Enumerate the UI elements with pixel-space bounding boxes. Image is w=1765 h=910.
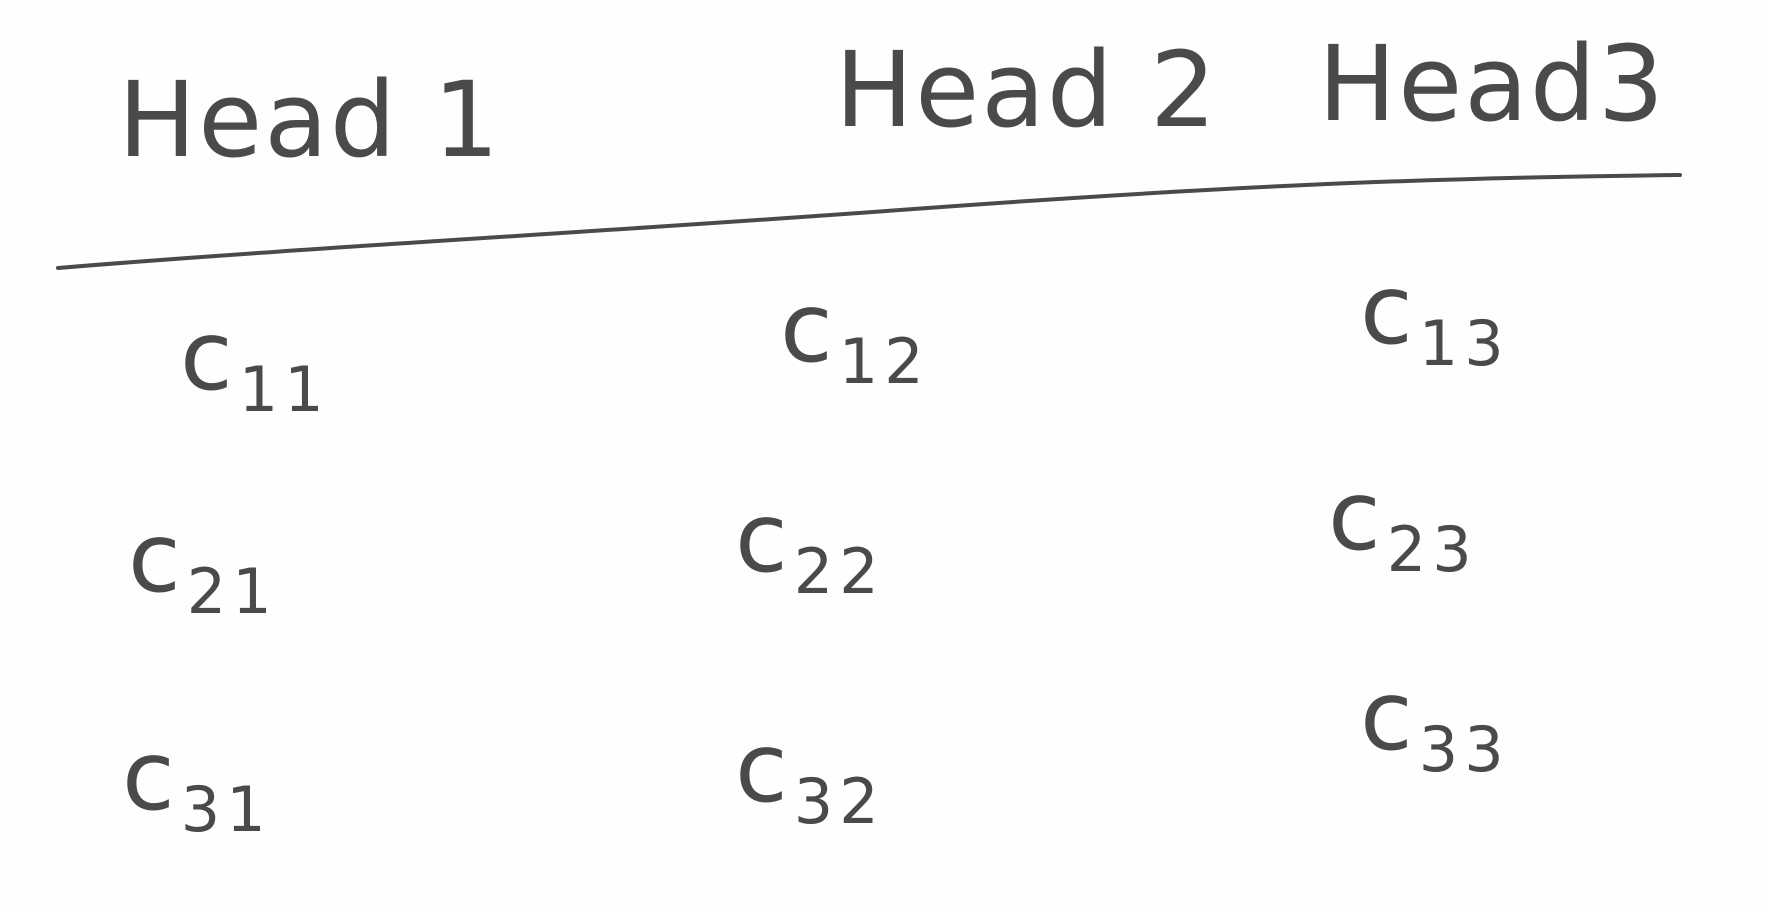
cell-subscript: 22 [793, 535, 885, 608]
cell-base: c [780, 272, 835, 384]
cell-base: c [128, 502, 183, 614]
header-2: Head 2 [835, 29, 1219, 151]
header-3: Head3 [1318, 23, 1667, 145]
cell-c12: c12 [780, 280, 930, 393]
cell-c32: c32 [735, 720, 885, 833]
cell-subscript: 11 [238, 353, 330, 426]
cell-c13: c13 [1360, 262, 1510, 375]
cell-base: c [1360, 660, 1415, 772]
cell-subscript: 32 [793, 765, 885, 838]
cell-c21: c21 [128, 510, 278, 623]
cell-subscript: 13 [1418, 307, 1510, 380]
cell-base: c [735, 482, 790, 594]
cell-c22: c22 [735, 490, 885, 603]
cell-c11: c11 [180, 308, 330, 421]
header-underline [56, 173, 1682, 270]
cell-base: c [1360, 254, 1415, 366]
cell-base: c [735, 712, 790, 824]
cell-subscript: 23 [1386, 513, 1478, 586]
cell-subscript: 21 [186, 555, 278, 628]
cell-subscript: 33 [1418, 713, 1510, 786]
cell-c31: c31 [122, 728, 272, 841]
header-1: Head 1 [118, 59, 502, 181]
cell-base: c [1328, 460, 1383, 572]
cell-c33: c33 [1360, 668, 1510, 781]
cell-subscript: 12 [838, 325, 930, 398]
cell-subscript: 31 [180, 773, 272, 846]
cell-base: c [122, 720, 177, 832]
cell-c23: c23 [1328, 468, 1478, 581]
cell-base: c [180, 300, 235, 412]
